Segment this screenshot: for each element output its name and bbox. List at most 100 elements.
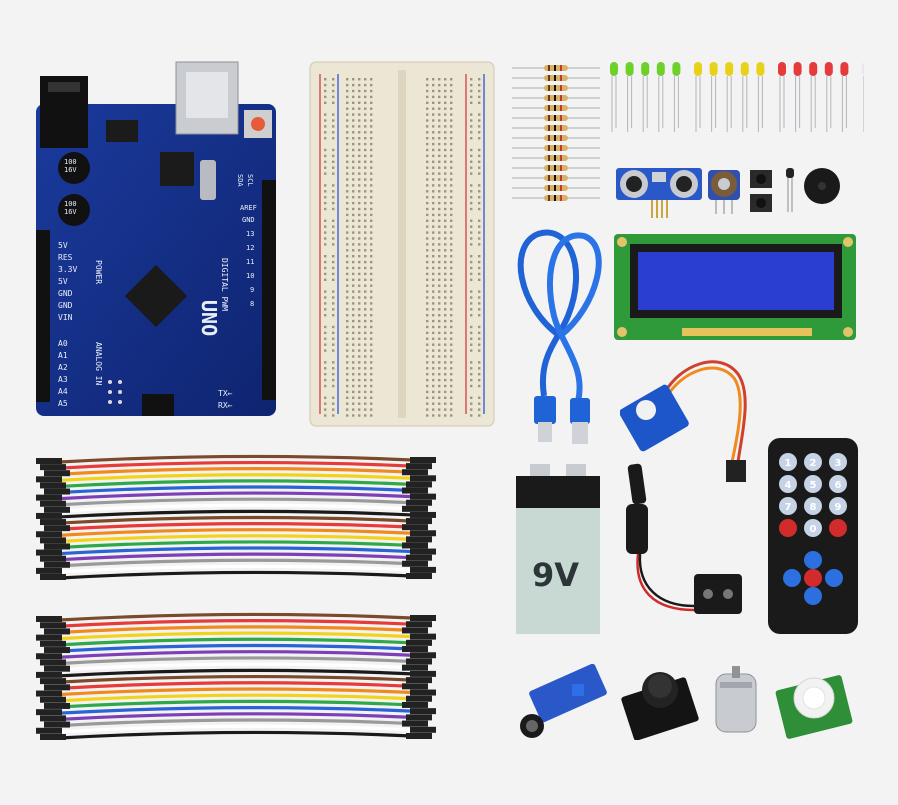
power-section-label: POWER xyxy=(94,260,103,284)
remote-key xyxy=(804,453,822,471)
analog-pin-label: A0 xyxy=(58,339,68,348)
reset-button xyxy=(251,117,265,131)
power-pin-label: VIN xyxy=(58,313,73,322)
analog-section-label: ANALOG IN xyxy=(94,342,103,386)
led xyxy=(625,62,634,76)
atmega-chip xyxy=(124,264,188,328)
tx-label: TX← xyxy=(218,389,233,398)
lcd-screen xyxy=(638,252,834,310)
tact-buttons xyxy=(750,170,772,212)
joystick-module xyxy=(621,672,699,740)
led xyxy=(725,62,734,76)
servo-motor xyxy=(620,360,747,482)
remote-key-label: 0 xyxy=(810,524,817,535)
power-pin-label: GND xyxy=(58,289,73,298)
remote-key xyxy=(779,475,797,493)
jumper-wires-bundle-bottom xyxy=(36,612,436,740)
remote-key-label: 3 xyxy=(835,458,842,469)
remote-key xyxy=(829,475,847,493)
9v-battery-clip xyxy=(626,463,742,614)
digital-section-label: DIGITAL PWM xyxy=(220,258,229,311)
remote-key xyxy=(779,519,797,537)
remote-key xyxy=(829,453,847,471)
digital-pin-label: 12 xyxy=(246,244,254,252)
pir-motion-sensor xyxy=(775,675,853,739)
remote-key-label: 4 xyxy=(785,480,792,491)
led xyxy=(672,62,681,76)
arduino-uno-board: 100 16V 100 16V 5V RES 3.3V 5V GND GND V… xyxy=(36,61,276,416)
digital-pin-label: 8 xyxy=(250,300,254,308)
led xyxy=(656,62,665,76)
digital-pin-label: 13 xyxy=(246,230,254,238)
remote-key xyxy=(804,475,822,493)
cap-label: 16V xyxy=(64,166,77,174)
sound-sensor-module xyxy=(520,664,607,738)
remote-key-label: 9 xyxy=(835,502,842,513)
led xyxy=(709,62,718,76)
led-set xyxy=(610,62,864,132)
remote-key-label: 2 xyxy=(810,458,817,469)
remote-dpad-key xyxy=(804,551,822,569)
digital-pin-label: 11 xyxy=(246,258,254,266)
remote-dpad-key xyxy=(783,569,801,587)
ir-remote: 1 2 3 4 5 6 7 8 9 0 xyxy=(768,438,858,634)
led xyxy=(610,62,618,76)
remote-key xyxy=(829,519,847,537)
led xyxy=(694,62,702,76)
remote-ok-key xyxy=(804,569,822,587)
led xyxy=(840,62,849,76)
remote-key-label: 8 xyxy=(810,502,817,513)
ultrasonic-sensor xyxy=(616,168,702,218)
power-pin-label: GND xyxy=(58,301,73,310)
digital-pin-label: 9 xyxy=(250,286,254,294)
power-pin-label: 5V xyxy=(58,277,68,286)
remote-key xyxy=(804,497,822,515)
digital-pin-label: AREF xyxy=(240,204,257,212)
battery-label: 9V xyxy=(532,556,579,594)
lcd-display xyxy=(614,234,856,340)
usb-cable xyxy=(517,229,602,444)
9v-battery: 9V xyxy=(516,464,600,634)
led xyxy=(778,62,786,76)
rx-label: RX← xyxy=(218,401,233,410)
jumper-wires-bundle-top xyxy=(36,454,436,580)
digital-pin-label: 10 xyxy=(246,272,254,280)
remote-key xyxy=(829,497,847,515)
power-pin-label: 3.3V xyxy=(58,265,77,274)
led xyxy=(809,62,818,76)
remote-key-label: 1 xyxy=(785,458,792,469)
analog-pin-label: A3 xyxy=(58,375,68,384)
led xyxy=(824,62,833,76)
remote-key xyxy=(804,519,822,537)
buzzer xyxy=(804,168,840,204)
digital-pin-label: GND xyxy=(242,216,255,224)
dc-motor xyxy=(715,666,757,733)
remote-key xyxy=(779,453,797,471)
photoresistor xyxy=(786,168,794,212)
i2c-label: SDA xyxy=(236,174,244,187)
resistor-set xyxy=(512,65,600,201)
led xyxy=(740,62,749,76)
remote-dpad-key xyxy=(825,569,843,587)
led xyxy=(641,62,650,76)
i2c-label: SCL xyxy=(246,174,254,187)
cap-label: 100 xyxy=(64,158,77,166)
board-model-label: UNO xyxy=(197,300,221,336)
cap-label: 16V xyxy=(64,208,77,216)
analog-pin-label: A1 xyxy=(58,351,68,360)
led xyxy=(793,62,802,76)
analog-pin-label: A4 xyxy=(58,387,68,396)
cap-label: 100 xyxy=(64,200,77,208)
power-pin-label: RES xyxy=(58,253,73,262)
remote-key-label: 6 xyxy=(835,480,842,491)
remote-key-label: 5 xyxy=(810,480,817,491)
power-pin-label: 5V xyxy=(58,241,68,250)
led xyxy=(862,62,864,76)
remote-dpad-key xyxy=(804,587,822,605)
breadboard xyxy=(309,61,495,427)
led xyxy=(756,62,765,76)
analog-pin-label: A5 xyxy=(58,399,68,408)
remote-key-label: 7 xyxy=(785,502,792,513)
remote-key xyxy=(779,497,797,515)
analog-pin-label: A2 xyxy=(58,363,68,372)
